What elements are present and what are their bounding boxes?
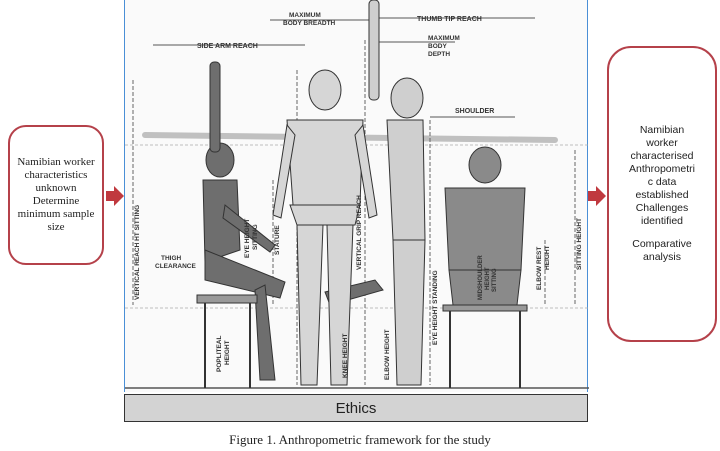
label-popliteal-height: POPLITEAL [216,335,223,372]
arrow-right-icon [588,186,606,206]
output-line: Anthropometri [629,163,695,175]
label-max-body-depth: BODY [428,43,447,50]
label-thigh-clearance: THIGH [161,255,182,262]
figure-drawing: SIDE ARM REACH MAXIMUM BODY BREADTH THUM… [125,0,589,389]
ethics-bar: Ethics [124,394,588,422]
label-side-arm-reach: SIDE ARM REACH [197,43,258,50]
input-line: Determine [32,195,80,207]
input-line: Namibian worker [17,156,95,168]
label-elbow-height: ELBOW HEIGHT [384,329,391,380]
anthropometric-figure: SIDE ARM REACH MAXIMUM BODY BREADTH THUM… [124,0,589,392]
figure-caption: Figure 1. Anthropometric framework for t… [229,432,491,447]
label-elbow-rest-height: HEIGHT [544,245,551,270]
label-max-body-depth: DEPTH [428,51,450,58]
label-sitting-height: SITTING HEIGHT [576,218,583,270]
label-eye-height-sitting: EYE HEIGHT [244,219,251,258]
output-line: worker [646,137,678,149]
arrow-right-icon [106,186,124,206]
ethics-label: Ethics [335,399,377,417]
label-popliteal-height: HEIGHT [224,340,231,365]
input-line: unknown [35,182,77,194]
label-thumb-tip-reach: THUMB TIP REACH [417,16,482,23]
output-line: Challenges [635,202,689,214]
label-midshoulder-height: MIDSHOULDER [478,255,484,300]
output-box: Namibian worker characterised Anthropome… [607,46,717,342]
label-max-body-depth: MAXIMUM [428,35,460,42]
label-knee-height: KNEE HEIGHT [342,334,349,378]
output-line: Namibian [639,124,685,136]
output-line: Comparative [632,238,692,250]
input-line: characteristics [24,169,88,181]
label-midshoulder-height: SITTING [492,268,498,292]
label-vertical-reach-sitting: VERTICAL REACH HT SITTING [134,205,141,300]
output-line: identified [640,215,684,227]
input-line: size [47,221,65,233]
label-midshoulder-height: HEIGHT [485,267,491,290]
input-box: Namibian worker characteristics unknown … [8,125,104,265]
label-thigh-clearance: CLEARANCE [155,263,196,270]
label-shoulder: SHOULDER [455,108,494,115]
label-eye-height-standing: EYE HEIGHT STANDING [432,270,439,345]
label-vertical-grip-reach: VERTICAL GRIP REACH [356,195,363,270]
output-line: established [635,189,689,201]
label-max-body-breadth: BODY BREADTH [283,20,336,27]
output-line: characterised [630,150,694,162]
label-stature: STATURE [274,225,281,255]
input-line: minimum sample [17,208,95,220]
label-eye-height-sitting: SITTING [252,224,259,250]
label-max-body-breadth: MAXIMUM [289,12,321,19]
output-line: c data [647,176,677,188]
label-elbow-rest-height: ELBOW REST [536,247,543,290]
output-line: analysis [643,251,681,263]
